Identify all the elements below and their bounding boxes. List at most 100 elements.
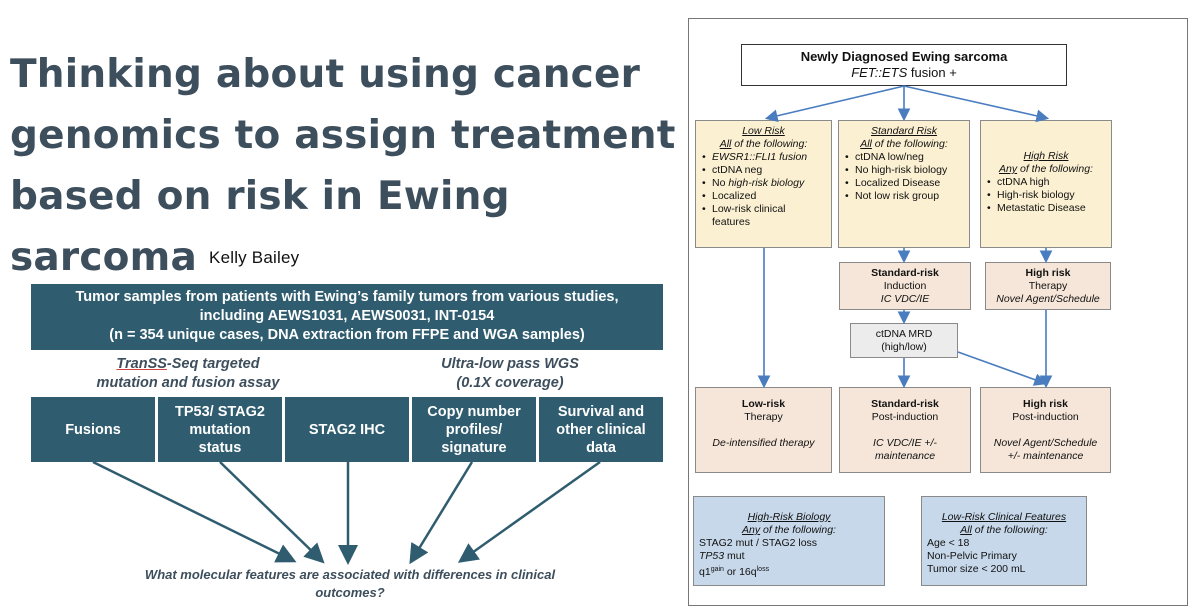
hr-biology-item-2: TP53 mut [699,550,879,563]
feature-tp53-line-3: status [198,439,242,456]
list-item: EWSR1::FLI1 fusion [701,151,826,164]
high-risk-heading: High Risk [1023,150,1069,162]
research-question: What molecular features are associated w… [100,566,600,602]
high-risk-biology-box: High-Risk Biology Any of the following: … [693,496,885,586]
arrow-tp53 [219,461,325,564]
high-risk-any: Any [999,163,1018,175]
feature-stag2-ihc-label: STAG2 IHC [308,421,386,438]
high-post-line-4: +/- maintenance [1007,450,1084,462]
q1-label: q1 [699,566,711,578]
arrow-copy-number [409,461,474,565]
standard-risk-list: ctDNA low/neg No high-risk biology Local… [844,151,964,203]
title-line-1: Thinking about using cancer [10,52,641,97]
hr-biology-criteria: Any of the following: [699,524,879,537]
high-therapy-line-3: Novel Agent/Schedule [996,293,1100,305]
feature-copy-line-1: Copy number [427,403,521,420]
low-risk-all: All [719,138,732,150]
wgs-line-2: (0.1X coverage) [456,375,564,391]
high-risk-criteria: Any of the following: [986,163,1106,176]
feature-survival-line-1: Survival and [557,403,645,420]
standard-risk-of-following: of the following: [871,138,948,150]
list-item: ctDNA neg [701,164,826,177]
standard-induction-box: Standard-risk Induction IC VDC/IE [839,262,971,310]
tp53-label: TP53 [699,550,725,562]
arrow-fusions [92,460,297,563]
high-post-line-2: Post-induction [1012,411,1079,423]
transs-rest: -Seq targeted [166,356,260,372]
list-item: ctDNA high [986,176,1106,189]
std-post-title: Standard-risk [871,398,939,410]
list-item: Not low risk group [844,190,964,203]
low-therapy-title: Low-risk [741,398,786,410]
standard-post-induction-box: Standard-risk Post-induction IC VDC/IE +… [839,387,971,473]
hr-biology-any: Any [742,524,761,536]
tp53-mut: mut [724,550,745,562]
lr-clinical-item-3: Tumor size < 200 mL [927,563,1026,575]
feature-box-copy-number: Copy number profiles/ signature [412,397,536,462]
hr-biology-item-3: q1gain or 16qloss [699,563,879,579]
high-risk-list: ctDNA high High-risk biology Metastatic … [986,176,1106,215]
tumor-line-1: Tumor samples from patients with Ewing’s… [75,289,619,305]
transs-line-2: mutation and fusion assay [96,375,280,391]
flowchart-frame [688,18,1188,606]
newly-diagnosed-title: Newly Diagnosed Ewing sarcoma [800,49,1008,64]
high-risk-of-following: of the following: [1017,163,1093,175]
ctdna-mrd-line-2: (high/low) [881,341,927,353]
low-therapy-line-2: Therapy [744,411,783,423]
standard-risk-box: Standard Risk All of the following: ctDN… [838,120,970,248]
title-line-2: genomics to assign treatment [10,113,676,158]
standard-risk-criteria: All of the following: [844,138,964,151]
or-16q-label: or 16q [723,566,757,578]
std-post-line-4: maintenance [874,450,936,462]
wgs-label: Ultra-low pass WGS (0.1X coverage) [410,355,610,393]
loss-label: loss [756,566,770,573]
std-induction-title: Standard-risk [871,267,939,279]
lr-clinical-criteria: All of the following: [927,524,1081,537]
lr-clinical-all: All [960,524,972,536]
low-risk-clinical-box: Low-Risk Clinical Features All of the fo… [921,496,1087,586]
list-item: Localized [701,190,826,203]
low-risk-no-prefix: No [712,177,729,189]
feature-survival-line-2: other clinical [556,421,646,438]
gain-label: gain [710,566,724,573]
title-line-4-text: sarcoma [10,235,198,280]
transs-seq-label: TranSS-Seq targeted mutation and fusion … [78,355,298,393]
list-item: Low-risk clinical features [701,203,826,229]
feature-box-fusions: Fusions [31,397,155,462]
list-item: No high-risk biology [701,177,826,190]
low-risk-of-following: of the following: [731,138,808,150]
lr-clinical-heading: Low-Risk Clinical Features [941,511,1067,523]
hr-biology-heading: High-Risk Biology [747,511,831,523]
list-item: High-risk biology [986,189,1106,202]
std-induction-line-2: Induction [883,280,927,292]
lr-clinical-item-1: Age < 18 [927,537,970,549]
lr-clinical-item-2: Non-Pelvic Primary [927,550,1017,562]
feature-fusions-label: Fusions [65,421,121,438]
transs-prefix: TranSS [116,356,167,372]
standard-risk-heading: Standard Risk [871,125,937,137]
high-therapy-line-2: Therapy [1028,280,1068,292]
list-item: ctDNA low/neg [844,151,964,164]
tumor-samples-box: Tumor samples from patients with Ewing’s… [31,284,663,350]
high-risk-box: High Risk Any of the following: ctDNA hi… [980,120,1112,248]
feature-copy-line-3: signature [441,439,507,456]
wgs-line-1: Ultra-low pass WGS [441,356,579,372]
newly-diagnosed-box: Newly Diagnosed Ewing sarcoma FET::ETS f… [741,44,1067,86]
feature-tp53-line-2: mutation [189,421,251,438]
standard-risk-all: All [860,138,872,150]
std-post-line-3: IC VDC/IE +/- [873,437,937,449]
tumor-line-3: (n = 354 unique cases, DNA extraction fr… [109,327,585,343]
low-risk-list: EWSR1::FLI1 fusion ctDNA neg No high-ris… [701,151,826,229]
high-therapy-title: High risk [1025,267,1071,279]
feature-box-stag2-ihc: STAG2 IHC [285,397,409,462]
feature-box-tp53-stag2: TP53/ STAG2 mutation status [158,397,282,462]
lr-clinical-of-following: of the following: [971,524,1048,536]
title-line-3: based on risk in Ewing [10,174,510,219]
low-risk-heading: Low Risk [742,125,785,137]
hr-biology-item-1: STAG2 mut / STAG2 loss [699,537,818,549]
feature-box-survival: Survival and other clinical data [539,397,663,462]
high-post-title: High risk [1023,398,1068,410]
high-post-line-3: Novel Agent/Schedule [993,437,1098,449]
question-line-1: What molecular features are associated w… [144,567,556,582]
